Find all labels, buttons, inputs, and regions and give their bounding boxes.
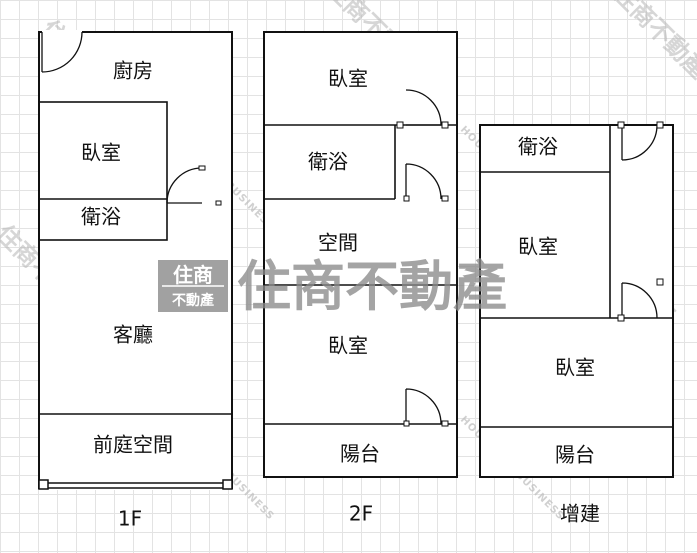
room-bath: 衛浴: [81, 205, 121, 229]
floor-label-extension: 增建: [560, 502, 600, 526]
floor-outline: [479, 124, 674, 478]
floor-extension: 衛浴 臥室 臥室 陽台 增建: [479, 121, 674, 526]
watermark-logo-bottom: 不動產: [172, 292, 214, 309]
room-bath: 衛浴: [308, 150, 348, 174]
room-bedroom: 臥室: [81, 141, 121, 165]
room-bedroom-b: 臥室: [555, 356, 595, 380]
floor-label-2f: 2F: [349, 502, 373, 526]
room-bedroom-a: 臥室: [328, 67, 368, 91]
room-front-yard: 前庭空間: [93, 433, 173, 457]
room-kitchen: 廚房: [113, 59, 153, 83]
watermark-company: 住商不動產: [237, 255, 507, 318]
room-bedroom-a: 臥室: [518, 235, 558, 259]
door-swing: [405, 388, 442, 425]
door-swing: [405, 163, 442, 200]
watermark-logo-top: 住商: [173, 263, 213, 287]
room-bath: 衛浴: [518, 135, 558, 159]
room-bedroom-b: 臥室: [328, 334, 368, 358]
door-swing: [621, 124, 658, 161]
room-living: 客廳: [113, 323, 153, 347]
bedroom-bath-block: [38, 101, 168, 241]
watermark-text: 住商不動產: [608, 0, 697, 84]
door-swing: [621, 282, 658, 319]
room-balcony: 陽台: [340, 442, 380, 466]
watermark-logo: 住商 不動產: [158, 260, 228, 312]
room-space: 空間: [318, 231, 358, 255]
door-swing: [41, 31, 83, 73]
door-swing: [166, 167, 203, 204]
door-swing: [405, 89, 442, 126]
floor-outline: [263, 31, 458, 478]
floor-label-1f: 1F: [118, 507, 142, 531]
floor-2f: 臥室 衛浴 空間 臥室 陽台 2F: [263, 31, 458, 526]
room-balcony: 陽台: [555, 443, 595, 467]
